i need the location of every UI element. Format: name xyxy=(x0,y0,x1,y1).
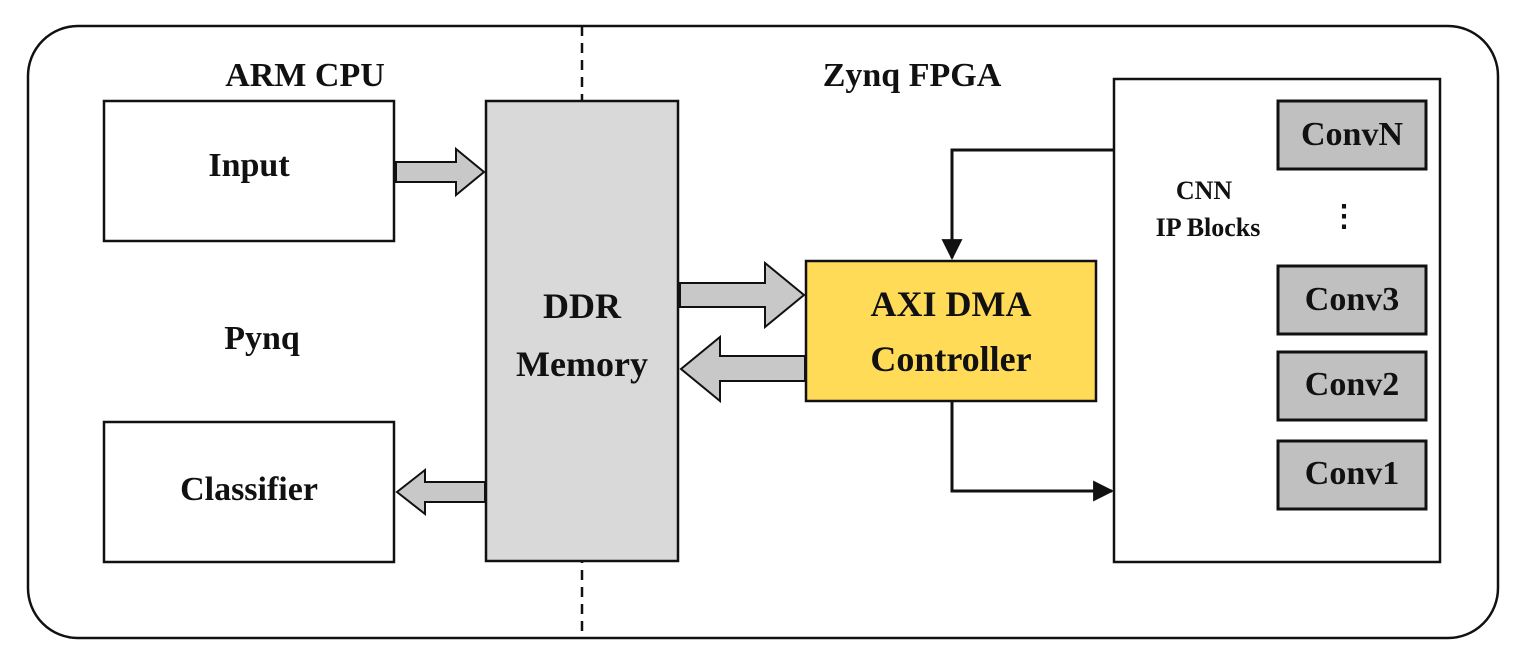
conv-ellipsis: ⋮ xyxy=(1329,200,1359,233)
conv-block-1 xyxy=(1276,439,1428,511)
outer-frame xyxy=(26,24,1500,640)
input-block xyxy=(102,99,396,243)
classifier-block-label: Classifier xyxy=(180,471,318,508)
axi-dma-label-line2: Controller xyxy=(870,339,1031,379)
cnn-label-line1: CNN xyxy=(1176,176,1233,205)
arrow-ddr-to-dma xyxy=(679,260,806,330)
axi-dma-label-line1: AXI DMA xyxy=(871,284,1032,324)
input-block-label: Input xyxy=(208,147,290,184)
conv-block-1-label: Conv1 xyxy=(1305,455,1399,492)
arrow-cnn-to-dma xyxy=(941,148,1114,261)
ddr-memory-label-line1: DDR xyxy=(543,286,622,326)
arrow-dma-to-ddr xyxy=(679,334,806,404)
conv-block-3-label: Conv3 xyxy=(1305,281,1399,318)
pynq-label: Pynq xyxy=(224,320,300,357)
conv-block-3 xyxy=(1276,264,1428,336)
fpga-section-title: Zynq FPGA xyxy=(823,57,1002,94)
arrow-ddr-to-classifier xyxy=(395,467,486,517)
conv-block-2-label: Conv2 xyxy=(1305,366,1399,403)
conv-block-n xyxy=(1276,99,1428,171)
arrow-dma-to-cnn xyxy=(950,402,1115,502)
ddr-memory-label-line2: Memory xyxy=(516,344,648,384)
arrow-input-to-ddr xyxy=(395,146,486,198)
axi-dma-controller-block xyxy=(804,259,1098,403)
conv-block-n-label: ConvN xyxy=(1301,116,1403,153)
cpu-section-title: ARM CPU xyxy=(225,57,385,94)
cnn-label-line2: IP Blocks xyxy=(1156,213,1261,242)
ddr-memory-block xyxy=(484,99,680,563)
conv-block-2 xyxy=(1276,350,1428,422)
classifier-block xyxy=(102,420,396,564)
